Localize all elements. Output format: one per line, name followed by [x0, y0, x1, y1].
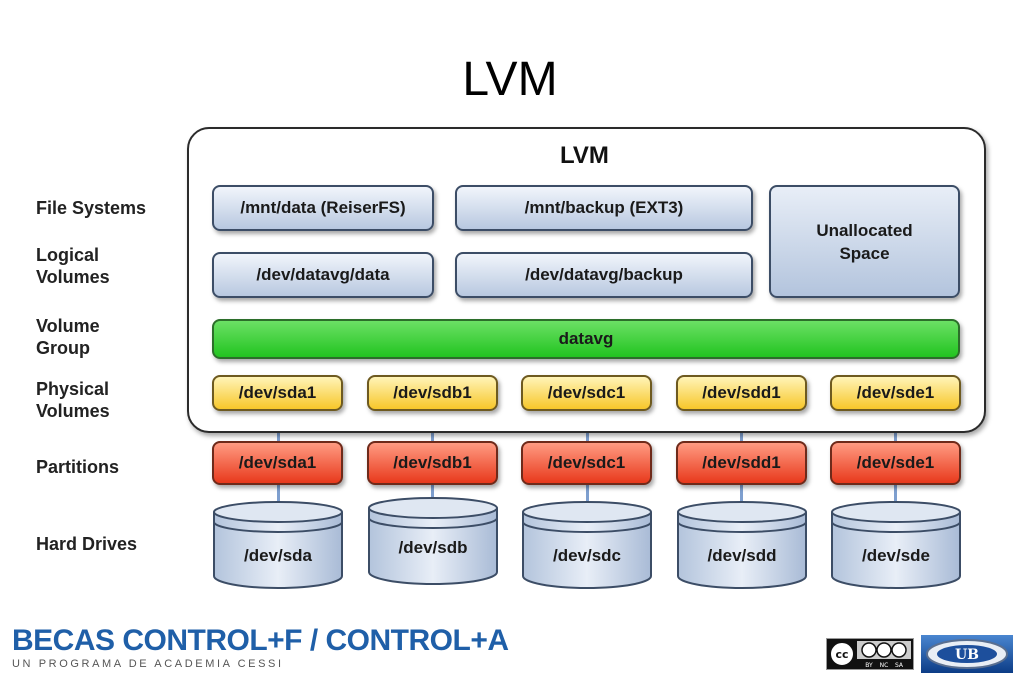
cc-license-badge: cc BY NC SA — [826, 638, 914, 670]
footer-brand: BECAS CONTROL+F / CONTROL+A — [12, 624, 509, 657]
partition-box: /dev/sda1 — [212, 441, 343, 485]
physical-volume-box: /dev/sdd1 — [676, 375, 807, 411]
disk-icon — [677, 501, 807, 589]
row-label-physical-volumes: Physical Volumes — [36, 378, 110, 422]
logical-volume-box: /dev/datavg/backup — [455, 252, 753, 298]
row-label-logical-volumes: Logical Volumes — [36, 244, 110, 288]
disk-icon — [368, 497, 498, 585]
row-label-file-systems: File Systems — [36, 197, 146, 219]
connector-part-drive-5 — [894, 484, 897, 504]
footer-subtitle: UN PROGRAMA DE ACADEMIA CESSI — [12, 658, 284, 670]
hard-drive-label: /dev/sde — [861, 546, 931, 565]
ub-logo: UB — [921, 635, 1013, 673]
row-label-file-systems-text: File Systems — [36, 198, 147, 218]
partition-box: /dev/sdc1 — [521, 441, 652, 485]
partition-box: /dev/sdd1 — [676, 441, 807, 485]
partition-box: /dev/sde1 — [830, 441, 961, 485]
row-label-physical-volumes-line1: Physical — [36, 379, 110, 399]
cc-sa-text: SA — [895, 662, 904, 669]
file-system-box: /mnt/backup (EXT3) — [455, 185, 753, 231]
row-label-partitions-text: Partitions — [36, 457, 120, 477]
hard-drive: /dev/sdc — [521, 500, 653, 590]
cc-nc-text: NC — [880, 662, 889, 669]
slide-title: LVM — [462, 53, 558, 106]
disk-icon — [831, 501, 961, 589]
row-label-volume-group: Volume Group — [36, 315, 100, 359]
connector-part-drive-1 — [277, 484, 280, 504]
physical-volume-box: /dev/sdb1 — [367, 375, 498, 411]
row-label-hard-drives-text: Hard Drives — [36, 534, 138, 554]
row-label-partitions: Partitions — [36, 456, 119, 478]
physical-volume-box: /dev/sda1 — [212, 375, 343, 411]
row-label-volume-group-line2: Group — [36, 338, 90, 358]
row-label-volume-group-line1: Volume — [36, 316, 100, 336]
hard-drive-label: /dev/sda — [243, 546, 313, 565]
connector-part-drive-2 — [431, 484, 434, 504]
row-label-physical-volumes-line2: Volumes — [36, 401, 110, 421]
partition-box: /dev/sdb1 — [367, 441, 498, 485]
hard-drive-label: /dev/sdb — [398, 538, 468, 557]
row-label-logical-volumes-line2: Volumes — [36, 267, 110, 287]
ub-logo-text: UB — [955, 647, 979, 663]
logical-volume-box: /dev/datavg/data — [212, 252, 434, 298]
unallocated-space-line1: Unallocated — [816, 220, 913, 240]
lvm-frame-title: LVM — [560, 142, 609, 169]
physical-volume-box: /dev/sdc1 — [521, 375, 652, 411]
hard-drive-label: /dev/sdd — [707, 546, 777, 565]
file-system-box: /mnt/data (ReiserFS) — [212, 185, 434, 231]
cc-text: cc — [835, 648, 848, 661]
disk-icon — [522, 501, 652, 589]
cc-license-icon: cc BY NC SA — [827, 639, 913, 669]
hard-drive: /dev/sdb — [367, 496, 499, 586]
row-label-hard-drives: Hard Drives — [36, 533, 137, 555]
hard-drive-label: /dev/sdc — [552, 546, 622, 565]
connector-part-drive-4 — [740, 484, 743, 504]
hard-drive: /dev/sde — [830, 500, 962, 590]
row-label-logical-volumes-line1: Logical — [36, 245, 100, 265]
physical-volume-box: /dev/sde1 — [830, 375, 961, 411]
connector-part-drive-3 — [586, 484, 589, 504]
hard-drive: /dev/sda — [212, 500, 344, 590]
hard-drive: /dev/sdd — [676, 500, 808, 590]
cc-by-text: BY — [865, 662, 873, 669]
disk-icon — [213, 501, 343, 589]
volume-group-box: datavg — [212, 319, 960, 359]
ub-logo-icon: UB — [921, 635, 1013, 673]
unallocated-space-line2: Space — [839, 243, 890, 263]
unallocated-space-box: Unallocated Space — [769, 185, 960, 298]
